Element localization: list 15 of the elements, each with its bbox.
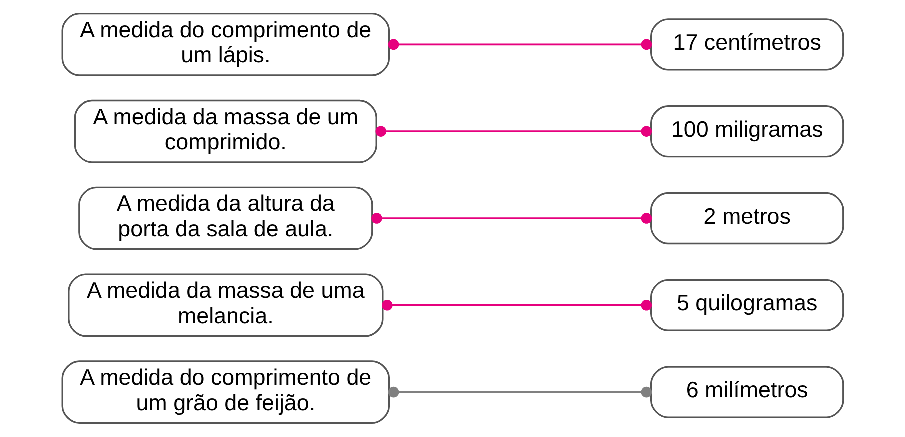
node-box: A medida da massa de um comprimido.: [74, 100, 377, 164]
connector: [371, 213, 652, 224]
node-box: A medida da massa de uma melancia.: [68, 274, 384, 338]
node-box: A medida do comprimento de um lápis.: [61, 13, 390, 76]
node-box: A medida do comprimento de um grão de feijão.: [61, 360, 390, 424]
node-box: A medida da altura da porta da sala de aula.: [78, 186, 373, 250]
connector: [375, 126, 652, 137]
connector: [382, 300, 652, 311]
connector: [388, 386, 652, 398]
node-box: 2 metros: [650, 192, 844, 245]
node-box: 100 miligramas: [650, 106, 844, 158]
node-box: 6 milímetros: [650, 366, 844, 418]
connector: [388, 39, 652, 50]
node-box: 5 quilogramas: [650, 279, 844, 332]
node-box: 17 centímetros: [650, 18, 844, 71]
